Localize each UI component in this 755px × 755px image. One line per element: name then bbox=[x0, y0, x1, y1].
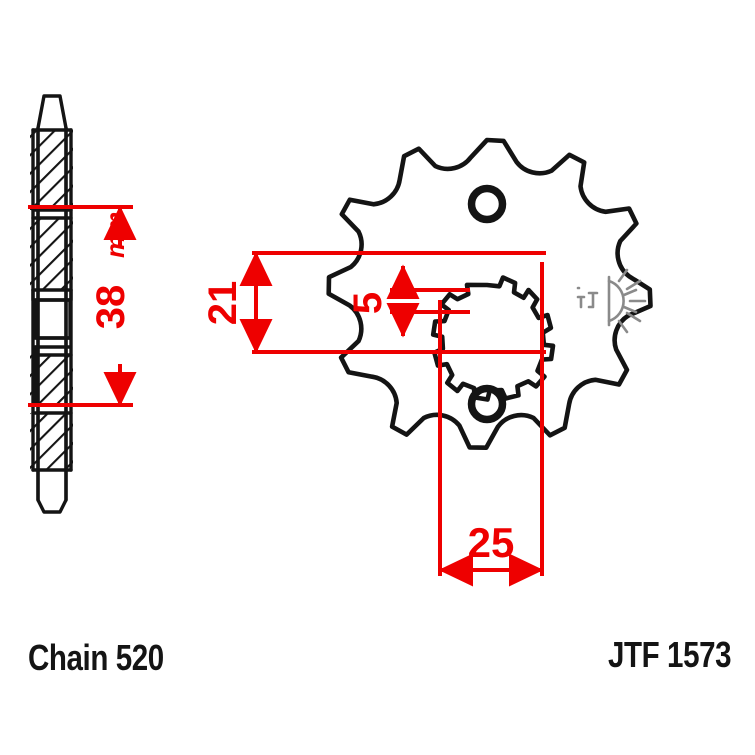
dimension-21: 21 bbox=[201, 251, 546, 354]
bolt-hole-lower bbox=[467, 384, 507, 424]
dimension-25: 25 bbox=[438, 262, 544, 587]
dimension-38mm-unit: mm bbox=[100, 212, 130, 258]
dimension-38mm-value: 38 bbox=[89, 285, 133, 330]
chain-size-label: Chain 520 bbox=[28, 637, 164, 678]
dimension-21-value: 21 bbox=[201, 281, 245, 326]
dimension-5-value: 5 bbox=[346, 292, 390, 314]
surface-finish-symbol bbox=[576, 268, 647, 334]
dimension-38mm: 38 mm bbox=[28, 205, 137, 407]
front-view: 21 5 25 bbox=[201, 137, 653, 587]
side-section-view: 38 mm bbox=[28, 94, 137, 514]
side-outline bbox=[31, 94, 73, 514]
part-number-label: JTF 1573 bbox=[607, 634, 731, 675]
splined-bore bbox=[430, 275, 556, 402]
bolt-hole-upper bbox=[467, 184, 507, 224]
dimension-5: 5 bbox=[346, 264, 470, 338]
dimension-25-value: 25 bbox=[468, 519, 515, 566]
sprocket-teeth-outline bbox=[326, 137, 653, 450]
